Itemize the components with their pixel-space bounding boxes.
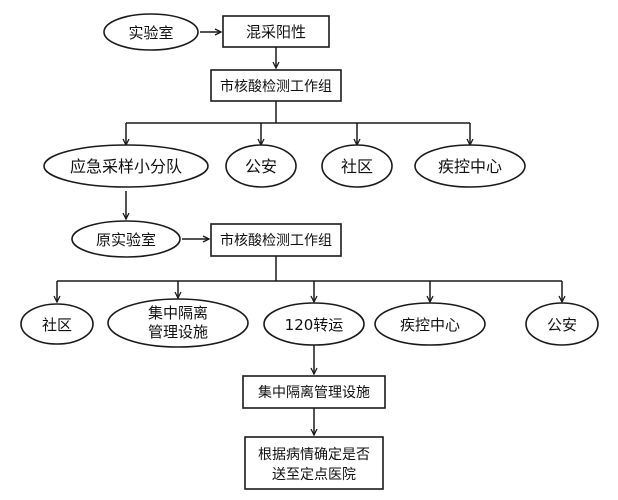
node-police-1: 公安 [225, 144, 297, 188]
node-community-1-label: 社区 [341, 157, 373, 176]
node-decision-label-2: 送至定点医院 [272, 467, 356, 483]
node-quarantine-facility-label-1: 集中隔离 [148, 304, 208, 322]
node-police-2-label: 公安 [547, 316, 577, 334]
node-quarantine-box: 集中隔离管理设施 [242, 375, 386, 409]
node-lab: 实验室 [103, 13, 199, 51]
node-work-group-1-label: 市核酸检测工作组 [220, 78, 332, 95]
node-quarantine-facility-label-2: 管理设施 [148, 323, 208, 341]
node-community-1: 社区 [321, 144, 393, 188]
node-quarantine-facility: 集中隔离 管理设施 [107, 298, 249, 348]
node-community-2: 社区 [20, 303, 94, 345]
node-sampling-team: 应急采样小分队 [43, 144, 209, 188]
node-cdc-1-label: 疾控中心 [438, 157, 502, 176]
node-work-group-1: 市核酸检测工作组 [210, 69, 342, 102]
node-mixed-positive: 混采阳性 [222, 15, 330, 48]
node-community-2-label: 社区 [42, 316, 72, 334]
node-origin-lab: 原实验室 [71, 220, 181, 258]
node-origin-lab-label: 原实验室 [96, 231, 156, 249]
node-transfer-120-label: 120转运 [285, 316, 344, 334]
node-cdc-2-label: 疾控中心 [400, 316, 460, 334]
node-cdc-1: 疾控中心 [414, 144, 526, 188]
node-cdc-2: 疾控中心 [374, 302, 486, 346]
node-quarantine-box-label: 集中隔离管理设施 [258, 384, 370, 401]
node-work-group-2-label: 市核酸检测工作组 [220, 232, 332, 249]
connectors [57, 32, 562, 435]
node-lab-label: 实验室 [128, 24, 173, 42]
node-police-2: 公安 [525, 302, 599, 346]
node-transfer-120: 120转运 [263, 302, 365, 346]
node-mixed-positive-label: 混采阳性 [246, 23, 306, 41]
node-police-1-label: 公安 [245, 157, 277, 176]
node-decision-label-1: 根据病情确定是否 [258, 447, 370, 463]
node-decision: 根据病情确定是否 送至定点医院 [244, 436, 384, 490]
node-sampling-team-label: 应急采样小分队 [70, 157, 182, 176]
node-work-group-2: 市核酸检测工作组 [210, 223, 342, 257]
